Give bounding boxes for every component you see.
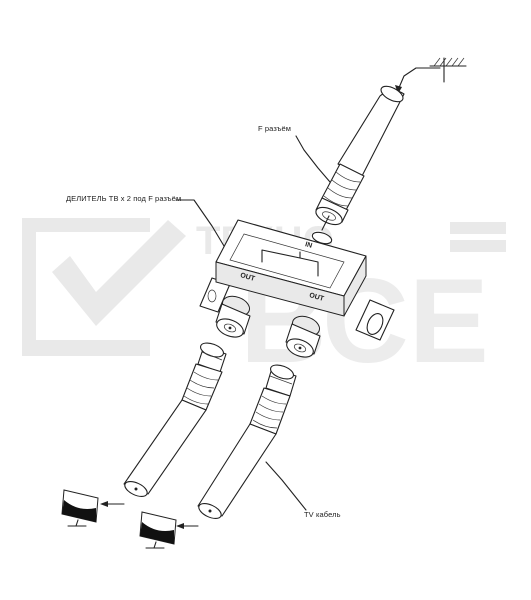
antenna-icon: [395, 57, 467, 94]
input-cable-boot: [321, 163, 365, 211]
f-connector-leader: [295, 135, 331, 183]
input-cable: [315, 85, 405, 231]
output-cable-left: [123, 342, 227, 497]
splitter-label: ДЕЛИТЕЛЬ ТВ x 2 под F разъём: [66, 194, 182, 203]
output-cable-left-connector: [197, 342, 227, 373]
output-cable-right-connector: [265, 364, 297, 397]
tv-right-icon: [139, 511, 177, 549]
output-cable-right: [197, 364, 297, 519]
splitter-leader: [175, 199, 225, 247]
output-port-right: [285, 315, 321, 358]
f-connector-label: F разъём: [258, 124, 292, 133]
tv-left-icon: [61, 489, 99, 527]
output-port-left: [215, 295, 251, 338]
input-f-connector: [315, 197, 349, 231]
tv-cable-label: TV кабель: [304, 510, 341, 519]
splitter-body: [199, 219, 395, 341]
tv-cable-leader: [265, 461, 307, 511]
